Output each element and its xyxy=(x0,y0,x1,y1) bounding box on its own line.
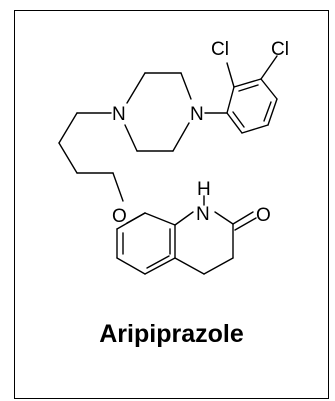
amide-nitrogen-label: N xyxy=(196,204,210,225)
amide-hydrogen-label: H xyxy=(197,179,211,200)
dichlorophenyl-ring xyxy=(226,55,278,134)
chlorine-label-1: Cl xyxy=(211,39,229,60)
structure-diagram: Cl Cl N N O N H O xyxy=(58,39,289,275)
quinolinone-system xyxy=(116,195,257,275)
nitrogen-label-right: N xyxy=(190,104,204,125)
butyl-chain xyxy=(58,112,124,202)
carbonyl-oxygen-label: O xyxy=(256,205,271,226)
molecule-card: Cl Cl N N O N H O Aripiprazole xyxy=(14,10,329,399)
compound-name: Aripiprazole xyxy=(99,320,244,348)
ether-oxygen-label: O xyxy=(112,206,127,227)
nitrogen-label-left: N xyxy=(112,104,126,125)
piperazine-ring xyxy=(124,72,228,152)
chlorine-label-2: Cl xyxy=(271,39,289,60)
